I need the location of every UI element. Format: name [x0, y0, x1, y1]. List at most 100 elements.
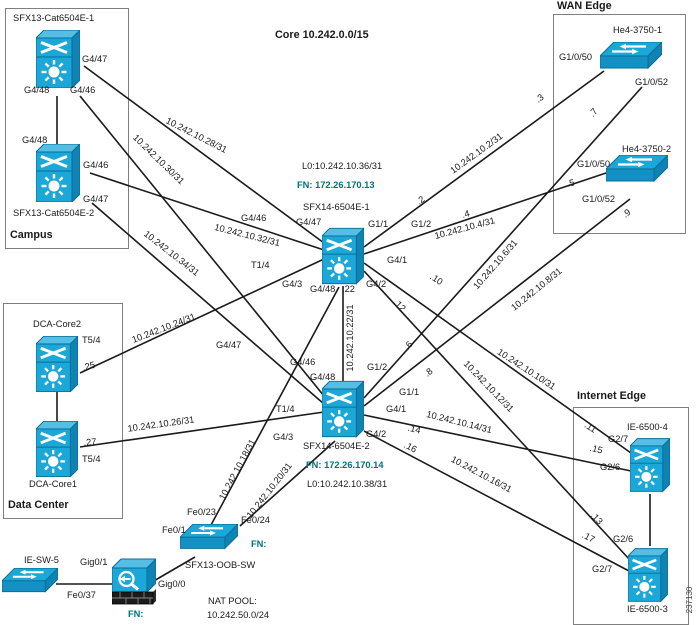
- firewall-icon: [112, 557, 156, 606]
- l3-switch-icon-cat1: [36, 30, 80, 88]
- port-label: G4/3: [273, 432, 294, 442]
- endpoint-label: .27: [83, 436, 97, 448]
- port-label: G4/48: [310, 372, 336, 382]
- figure-number: 237130: [684, 586, 694, 614]
- port-label: G4/46: [70, 85, 96, 95]
- loopback-label-core1: L0:10.242.10.36/31: [302, 161, 383, 171]
- port-label: Gig0/0: [158, 579, 186, 589]
- wan-edge-group-box: [553, 14, 686, 234]
- link-core1-ie3: [363, 270, 630, 560]
- port-label: G4/46: [290, 357, 316, 367]
- port-label: G4/47: [82, 54, 108, 64]
- switch-icon-oob: [180, 524, 238, 550]
- port-label: Fe0/24: [241, 515, 270, 525]
- node-label-dca2: DCA-Core2: [33, 319, 82, 329]
- node-label-he2: He4-3750-2: [622, 144, 672, 154]
- port-label: T5/4: [82, 335, 101, 345]
- port-label: G2/6: [613, 534, 634, 544]
- port-label: G4/2: [366, 279, 387, 289]
- link-oob-core2: [239, 440, 336, 527]
- link-core1-he1: [363, 70, 605, 248]
- switch-icon-he1: [600, 42, 662, 70]
- port-label: G1/2: [367, 362, 388, 372]
- port-label: Fe0/23: [187, 507, 216, 517]
- port-label: G1/0/50: [559, 52, 593, 62]
- l3-switch-icon-dca1: [36, 421, 78, 477]
- link-cat2-core2: [91, 202, 325, 405]
- nat-pool-subnet: 10.242.50.0/24: [207, 610, 270, 620]
- port-label: G4/46: [83, 160, 109, 170]
- node-label-core2: SFX14-6504E-2: [303, 441, 370, 451]
- l3-switch-icon-core1: [322, 227, 364, 285]
- node-label-dca1: DCA-Core1: [29, 479, 78, 489]
- link-core2-he2: [363, 198, 631, 407]
- port-label: G4/1: [386, 404, 407, 414]
- link-lines: [56, 65, 651, 585]
- port-label: G1/0/52: [635, 77, 669, 87]
- link-core2-ie4: [363, 414, 632, 472]
- group-label-wan-edge: WAN Edge: [557, 0, 612, 12]
- node-label-iesw5: IE-SW-5: [24, 555, 59, 565]
- group-label-internet-edge: Internet Edge: [577, 390, 646, 402]
- group-label-data-center: Data Center: [8, 499, 69, 511]
- port-label: G4/48: [310, 284, 336, 294]
- port-label: G1/0/50: [577, 159, 611, 169]
- port-label: G4/47: [83, 194, 109, 204]
- node-label-ie4: IE-6500-4: [627, 422, 668, 432]
- l3-switch-icon-ie4: [630, 437, 670, 493]
- port-label: G1/0/52: [582, 194, 616, 204]
- link-cat1-core2: [79, 95, 325, 397]
- link-label: 10.242.10.22/31: [345, 304, 356, 372]
- node-label-core1: SFX14-6504E-1: [303, 202, 370, 212]
- fn-label-core1: FN: 172.26.170.13: [297, 180, 375, 190]
- loopback-label-core2: L0:10.242.10.38/31: [307, 479, 388, 489]
- node-label-cat1: SFX13-Cat6504E-1: [13, 13, 95, 23]
- fn-label-firewall: FN:: [128, 609, 144, 619]
- node-label-ie3: IE-6500-3: [627, 604, 668, 614]
- link-cat1-core1: [83, 65, 325, 244]
- node-label-he1: He4-3750-1: [613, 25, 663, 35]
- port-label: G4/47: [216, 340, 242, 350]
- port-label: G4/2: [366, 429, 387, 439]
- port-label: T1/4: [276, 404, 295, 414]
- l3-switch-icon-cat2: [36, 144, 80, 202]
- data-center-group-box: [3, 303, 123, 519]
- port-label: G2/7: [592, 564, 613, 574]
- l3-switch-icon-ie3: [628, 547, 668, 603]
- port-label: G1/2: [411, 219, 432, 229]
- node-label-oob: SFX13-OOB-SW: [185, 560, 256, 570]
- link-core2-ie3: [363, 430, 630, 572]
- port-label: Fe0/1: [162, 525, 186, 535]
- link-core1-he2: [363, 170, 613, 255]
- port-label: G4/1: [387, 255, 408, 265]
- port-label: T1/4: [251, 260, 270, 270]
- link-cat2-core1: [89, 172, 325, 251]
- link-dca1-core2: [79, 411, 325, 448]
- port-label: G2/6: [600, 462, 621, 472]
- l3-switch-icon-core2: [322, 380, 364, 438]
- nat-pool-label: NAT POOL:: [208, 596, 257, 606]
- fn-label-oob: FN:: [251, 539, 267, 549]
- link-core1-ie4: [363, 262, 632, 454]
- switch-icon-he2: [606, 155, 668, 183]
- link-dca2-core1: [79, 258, 325, 374]
- port-label: G2/7: [608, 434, 629, 444]
- endpoint-label: .22: [342, 284, 355, 294]
- port-label: G4/47: [296, 217, 322, 227]
- switch-icon-iesw5: [2, 568, 58, 593]
- fn-label-core2: FN: 172.26.170.14: [306, 460, 384, 470]
- diagram-title: Core 10.242.0.0/15: [275, 29, 369, 41]
- port-label: G4/48: [24, 85, 50, 95]
- node-label-cat2: SFX13-Cat6504E-2: [13, 208, 95, 218]
- port-label: T5/4: [82, 454, 101, 464]
- group-label-campus: Campus: [10, 229, 53, 241]
- port-label: G1/1: [368, 219, 389, 229]
- link-core2-he1: [363, 86, 643, 399]
- port-label: G4/46: [241, 213, 267, 223]
- link-fw-oob: [151, 556, 196, 583]
- port-label: Fe0/37: [67, 590, 96, 600]
- link-oob-core1: [210, 286, 340, 526]
- port-label: Gig0/1: [80, 557, 108, 567]
